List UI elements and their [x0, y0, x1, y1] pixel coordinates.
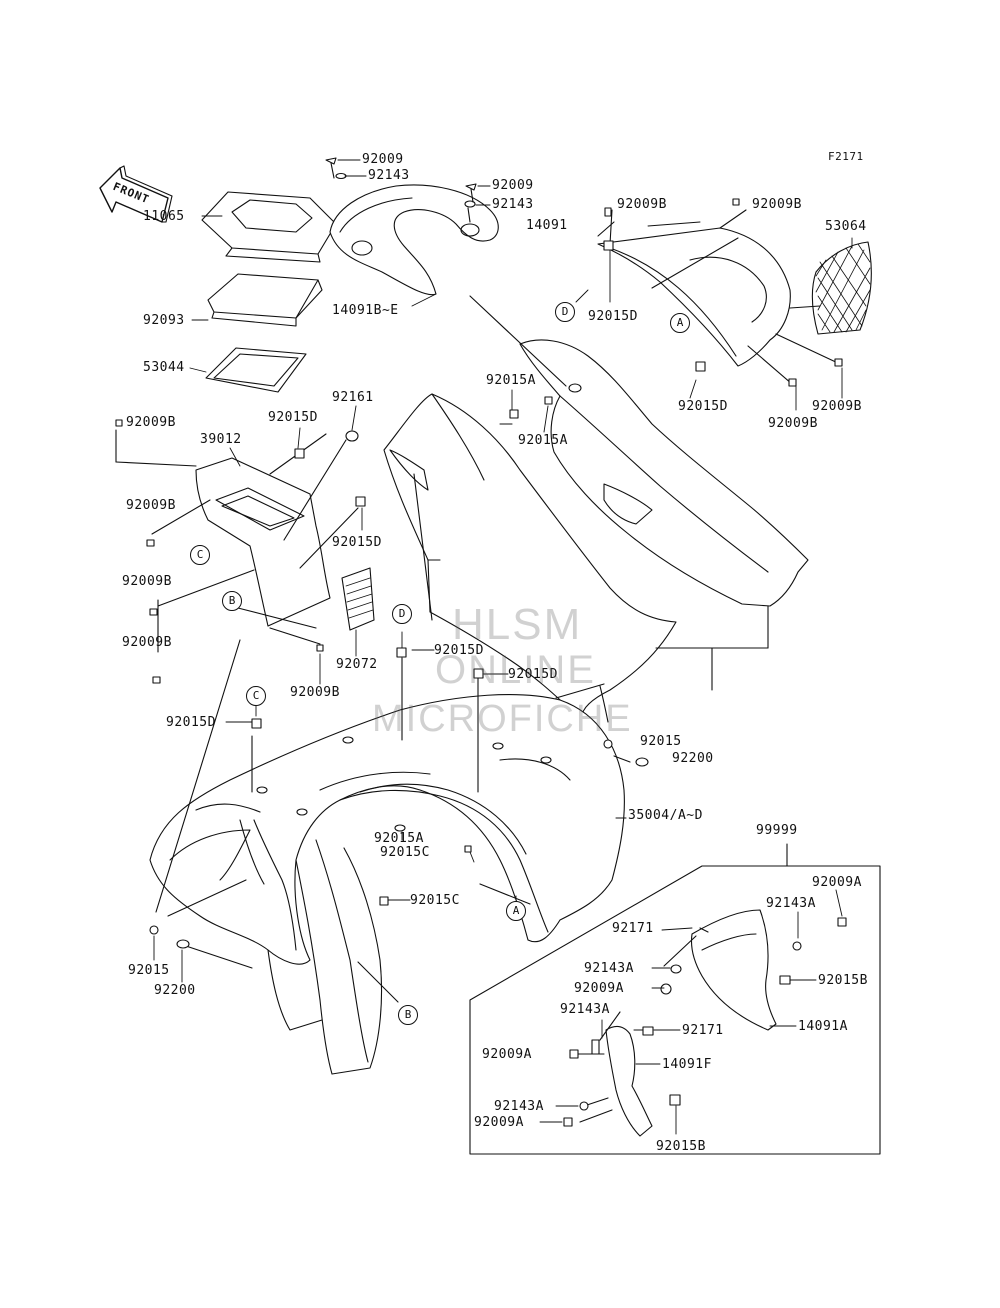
- label-92009B-d: 92009B: [768, 416, 818, 431]
- part-11065-lid: [202, 192, 336, 262]
- part-53064-mesh: [812, 242, 871, 334]
- label-92015C-b: 92015C: [410, 893, 460, 908]
- label-53064: 53064: [825, 219, 867, 234]
- label-92009A-c: 92009A: [482, 1047, 532, 1062]
- ref-letter-c: C: [246, 686, 266, 706]
- label-92009-mid: 92009: [492, 178, 534, 193]
- label-92093: 92093: [143, 313, 185, 328]
- watermark-line2: ONLINE: [435, 648, 596, 692]
- label-92143A-d: 92143A: [494, 1099, 544, 1114]
- part-14091-side-cover: [598, 210, 840, 384]
- label-92015D-b: 92015D: [678, 399, 728, 414]
- part-39012-duct: [116, 430, 358, 652]
- label-99999: 99999: [756, 823, 798, 838]
- ref-letter-b: B: [222, 591, 242, 611]
- label-92015B-a: 92015B: [818, 973, 868, 988]
- label-14091F: 14091F: [662, 1057, 712, 1072]
- label-92015C-a: 92015C: [380, 845, 430, 860]
- part-35004-rear-fender: [150, 640, 630, 1074]
- label-92015B-b: 92015B: [656, 1139, 706, 1154]
- label-53044: 53044: [143, 360, 185, 375]
- side-panel-right: [470, 296, 808, 606]
- part-92072-grille: [342, 568, 374, 630]
- label-92143-top: 92143: [368, 168, 410, 183]
- label-92009A-b: 92009A: [574, 981, 624, 996]
- label-92009B-i: 92009B: [290, 685, 340, 700]
- label-92015-b: 92015: [128, 963, 170, 978]
- label-92009B-b: 92009B: [752, 197, 802, 212]
- front-arrow-icon: [100, 166, 172, 222]
- label-92015D-e: 92015D: [434, 643, 484, 658]
- label-92143A-a: 92143A: [766, 896, 816, 911]
- label-92009B-h: 92009B: [122, 635, 172, 650]
- label-92143A-c: 92143A: [560, 1002, 610, 1017]
- label-14091B-E: 14091B~E: [332, 303, 399, 318]
- label-92009B-g: 92009B: [122, 574, 172, 589]
- ref-letter-b: B: [398, 1005, 418, 1025]
- label-92009B-e: 92009B: [126, 415, 176, 430]
- label-92015D-a: 92015D: [588, 309, 638, 324]
- label-92015D-f: 92015D: [508, 667, 558, 682]
- label-14091A: 14091A: [798, 1019, 848, 1034]
- ref-letter-c: C: [190, 545, 210, 565]
- ref-letter-d: D: [392, 604, 412, 624]
- option-frame: [470, 844, 880, 1154]
- leader-lines: [154, 216, 852, 1134]
- label-14091: 14091: [526, 218, 568, 233]
- label-92015A-c: 92015A: [374, 831, 424, 846]
- label-92009A-a: 92009A: [812, 875, 862, 890]
- front-fender: [384, 394, 768, 722]
- label-92200-a: 92200: [672, 751, 714, 766]
- label-92009B-a: 92009B: [617, 197, 667, 212]
- part-92093-pad: [208, 274, 322, 326]
- watermark-line1: HLSM: [452, 600, 583, 649]
- label-92009A-d: 92009A: [474, 1115, 524, 1130]
- label-39012: 39012: [200, 432, 242, 447]
- part-53044-gasket: [206, 348, 306, 392]
- label-92200-b: 92200: [154, 983, 196, 998]
- label-92009-top: 92009: [362, 152, 404, 167]
- label-92171-b: 92171: [682, 1023, 724, 1038]
- label-92171-a: 92171: [612, 921, 654, 936]
- label-92015-a: 92015: [640, 734, 682, 749]
- label-35004: 35004/A~D: [628, 808, 703, 823]
- ref-letter-a: A: [506, 901, 526, 921]
- label-92143-mid: 92143: [492, 197, 534, 212]
- label-92015D-d: 92015D: [332, 535, 382, 550]
- figure-code: F2171: [828, 150, 864, 163]
- watermark-line3: MICROFICHE: [372, 698, 633, 740]
- label-92009B-f: 92009B: [126, 498, 176, 513]
- label-92143A-b: 92143A: [584, 961, 634, 976]
- label-92015A-b: 92015A: [518, 433, 568, 448]
- part-14091B-cover: [330, 185, 498, 295]
- label-92009B-c: 92009B: [812, 399, 862, 414]
- label-92015D-g: 92015D: [166, 715, 216, 730]
- ref-letter-d: D: [555, 302, 575, 322]
- ref-letter-a: A: [670, 313, 690, 333]
- hardware: [116, 199, 846, 1126]
- label-11065: 11065: [143, 209, 185, 224]
- label-92015D-c: 92015D: [268, 410, 318, 425]
- label-92072: 92072: [336, 657, 378, 672]
- label-92015A-a: 92015A: [486, 373, 536, 388]
- screws-top: [326, 158, 490, 222]
- label-92161: 92161: [332, 390, 374, 405]
